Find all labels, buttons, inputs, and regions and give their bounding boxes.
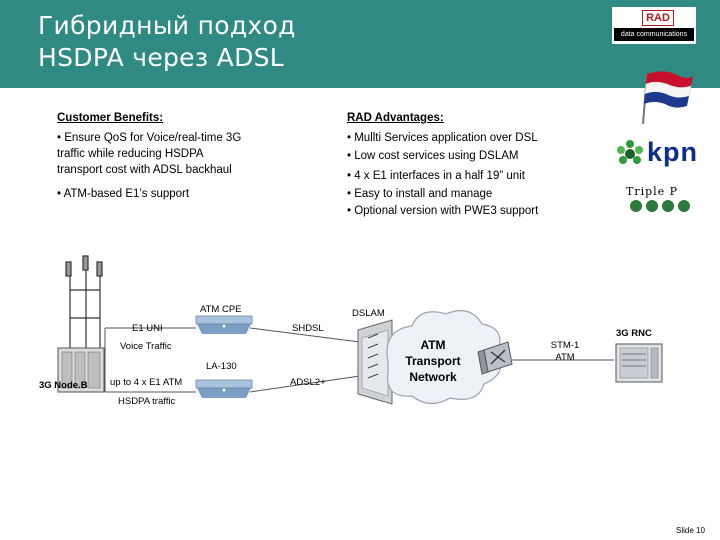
slide-title: Гибридный подход HSDPA через ADSL (38, 11, 296, 72)
triple-p-logo: Triple P (626, 185, 679, 198)
node-b-cabinet-icon (57, 347, 105, 393)
shdsl-line (249, 327, 361, 343)
atm-switch-icon (477, 341, 513, 375)
rad-advantage-item: • Mullti Services application over DSL (347, 132, 538, 144)
rad-advantage-item: • Low cost services using DSLAM (347, 150, 519, 162)
rad-logo-tagline: data communications (614, 28, 694, 41)
customer-benefit-item: • Ensure QoS for Voice/real-time 3G traf… (57, 132, 242, 176)
dslam-label: DSLAM (352, 308, 385, 319)
atm-cpe-device-icon (195, 315, 253, 334)
kpn-logo: kpn (647, 137, 699, 167)
dslam-chassis-icon (357, 319, 393, 405)
antenna-tower-icon (65, 255, 103, 352)
adsl2-line (249, 375, 361, 393)
node-b-label: 3G Node.B (39, 380, 88, 391)
customer-benefit-item: • ATM-based E1’s support (57, 188, 190, 200)
title-bar: Гибридный подход HSDPA через ADSL RAD da… (0, 0, 720, 88)
rad-advantages-heading: RAD Advantages: (347, 112, 444, 124)
stm1-label: STM-1 ATM (550, 340, 580, 363)
adsl2plus-label: ADSL2+ (290, 377, 326, 388)
e1-uni-label: E1 UNI (132, 323, 163, 334)
rad-advantage-item: • Optional version with PWE3 support (347, 205, 539, 217)
slide-number: Slide 10 (676, 526, 705, 535)
rnc-label: 3G RNC (616, 328, 652, 339)
kpn-crown-icon (616, 140, 644, 168)
triple-p-dots-icon (630, 200, 690, 212)
la130-device-icon (195, 379, 253, 398)
atm-network-label: ATM Transport Network (405, 338, 461, 384)
shdsl-label: SHDSL (292, 323, 324, 334)
up-to-4-e1-label: up to 4 x E1 ATM (110, 377, 183, 388)
rad-advantage-item: • 4 x E1 interfaces in a half 19” unit (347, 170, 525, 182)
rad-logo: RAD data communications (612, 7, 696, 44)
la130-label: LA-130 (206, 361, 237, 372)
voice-traffic-label: Voice Traffic (120, 341, 172, 352)
hsdpa-traffic-label: HSDPA traffic (118, 396, 176, 407)
rad-logo-mark: RAD (642, 10, 674, 26)
rad-advantage-item: • Easy to install and manage (347, 188, 493, 200)
atm-cpe-label: ATM CPE (200, 304, 242, 315)
dutch-flag-icon (642, 71, 693, 125)
customer-benefits-heading: Customer Benefits: (57, 112, 164, 124)
rnc-server-icon (615, 343, 663, 383)
